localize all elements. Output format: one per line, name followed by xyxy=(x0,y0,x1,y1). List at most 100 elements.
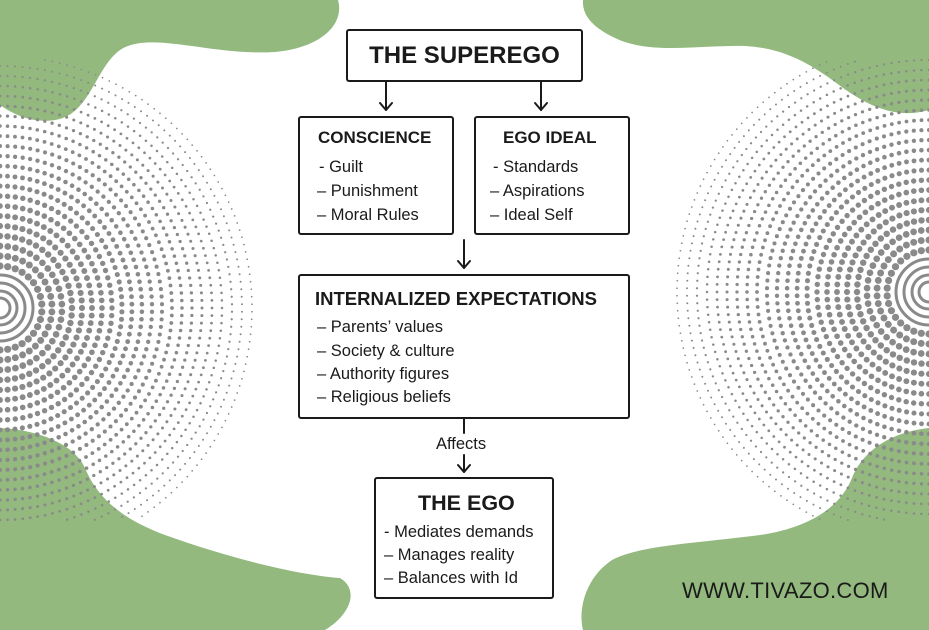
halftone-dot xyxy=(210,299,214,302)
halftone-dot xyxy=(696,361,699,364)
halftone-dot xyxy=(686,272,689,275)
halftone-dot xyxy=(28,495,32,500)
halftone-dot xyxy=(792,78,795,81)
halftone-dot xyxy=(769,416,773,420)
halftone-dot xyxy=(860,99,864,103)
halftone-dot xyxy=(181,133,183,135)
halftone-dot xyxy=(812,189,818,194)
halftone-dot xyxy=(20,165,25,171)
halftone-dot xyxy=(94,275,101,281)
halftone-dot xyxy=(895,342,903,350)
halftone-dot xyxy=(805,105,809,108)
halftone-dot xyxy=(12,224,19,231)
halftone-dot xyxy=(167,276,172,281)
halftone-dot xyxy=(118,468,122,473)
halftone-dot xyxy=(717,409,720,412)
halftone-dot xyxy=(97,153,102,158)
halftone-dot xyxy=(726,275,730,279)
halftone-dot xyxy=(0,65,1,67)
halftone-dot xyxy=(846,94,850,98)
halftone-dot xyxy=(781,382,786,387)
halftone-dot xyxy=(884,256,892,264)
halftone-dot xyxy=(227,413,230,415)
halftone-dot xyxy=(889,426,894,432)
halftone-dot xyxy=(816,266,822,272)
halftone-dot xyxy=(181,481,183,483)
halftone-dot xyxy=(881,392,888,398)
halftone-dot xyxy=(860,426,866,432)
halftone-dot xyxy=(110,449,114,454)
halftone-dot xyxy=(189,321,194,325)
halftone-dot xyxy=(70,439,75,444)
halftone-dot xyxy=(96,327,103,334)
halftone-dot xyxy=(153,419,157,423)
halftone-dot xyxy=(65,507,69,511)
halftone-dot xyxy=(48,194,54,200)
halftone-dot xyxy=(742,342,746,346)
halftone-dot xyxy=(823,401,828,406)
halftone-dot xyxy=(770,447,774,451)
halftone-dot xyxy=(5,173,10,179)
halftone-dot xyxy=(838,374,844,380)
halftone-dot xyxy=(181,163,184,167)
halftone-dot xyxy=(805,308,811,314)
halftone-dot xyxy=(794,293,800,299)
halftone-dot xyxy=(791,359,796,364)
halftone-dot xyxy=(126,279,132,285)
halftone-dot xyxy=(795,179,800,184)
halftone-dot xyxy=(890,71,893,75)
halftone-dot xyxy=(864,300,872,307)
halftone-dot xyxy=(146,169,150,173)
halftone-dot xyxy=(28,516,32,520)
halftone-dot xyxy=(108,187,113,192)
halftone-dot xyxy=(244,363,247,365)
halftone-dot xyxy=(77,348,84,355)
halftone-dot xyxy=(219,236,223,239)
halftone-dot xyxy=(20,155,25,160)
halftone-dot xyxy=(56,144,61,149)
halftone-dot xyxy=(21,517,25,521)
halftone-dot xyxy=(103,244,109,250)
halftone-dot xyxy=(920,58,923,62)
halftone-dot xyxy=(132,182,136,187)
halftone-dot xyxy=(177,212,181,216)
halftone-dot xyxy=(224,251,227,254)
halftone-dot xyxy=(241,303,243,306)
halftone-dot xyxy=(808,139,812,143)
halftone-dot xyxy=(808,195,813,200)
halftone-dot xyxy=(839,494,842,497)
halftone-dot xyxy=(250,325,253,328)
halftone-dot xyxy=(818,183,823,189)
halftone-dot xyxy=(896,449,901,454)
halftone-dot xyxy=(81,362,88,369)
halftone-dot xyxy=(241,377,243,380)
halftone-dot xyxy=(849,384,856,390)
halftone-dot xyxy=(157,124,160,127)
halftone-dot xyxy=(919,128,924,133)
halftone-dot xyxy=(0,386,4,394)
halftone-dot xyxy=(159,247,164,252)
halftone-dot xyxy=(238,273,241,276)
halftone-dot xyxy=(813,123,817,127)
halftone-dot xyxy=(734,349,738,354)
halftone-dot xyxy=(56,176,61,181)
halftone-dot xyxy=(745,147,748,151)
halftone-dot xyxy=(60,384,67,391)
halftone-dot xyxy=(89,184,94,189)
halftone-dot xyxy=(138,286,143,292)
halftone-dot xyxy=(804,300,811,306)
halftone-dot xyxy=(12,426,18,432)
halftone-dot xyxy=(73,97,76,101)
halftone-dot xyxy=(185,261,189,265)
halftone-dot xyxy=(175,172,179,176)
halftone-dot xyxy=(116,331,122,337)
halftone-dot xyxy=(742,168,745,172)
halftone-dot xyxy=(795,278,800,284)
halftone-dot xyxy=(174,261,179,266)
halftone-dot xyxy=(855,189,862,195)
halftone-dot xyxy=(762,157,766,161)
halftone-dot xyxy=(836,266,843,273)
halftone-dot xyxy=(58,308,66,316)
halftone-dot xyxy=(48,404,55,411)
halftone-dot xyxy=(859,259,867,266)
